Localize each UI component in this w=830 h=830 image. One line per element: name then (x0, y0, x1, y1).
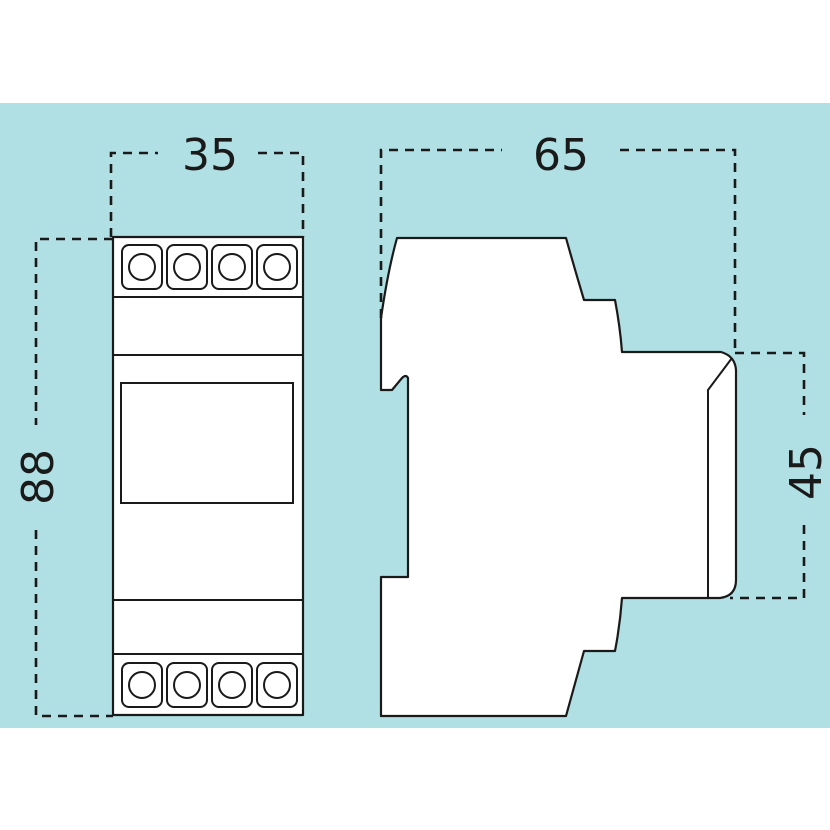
dimension-side-depth: 65 (379, 130, 737, 352)
terminal-screw (121, 244, 163, 290)
terminal-screw (166, 244, 208, 290)
side-step-height-label: 45 (781, 444, 830, 500)
terminal-screw (166, 662, 208, 708)
front-view (111, 235, 305, 717)
side-housing (379, 236, 738, 718)
terminal-row-top (121, 244, 298, 290)
terminal-screw (121, 662, 163, 708)
side-depth-label: 65 (533, 130, 589, 181)
side-view (379, 236, 738, 718)
front-height-label: 88 (13, 449, 64, 505)
terminal-screw (256, 244, 298, 290)
display-window (120, 382, 294, 504)
terminal-screw (256, 662, 298, 708)
terminal-screw (211, 244, 253, 290)
terminal-row-bottom (121, 662, 298, 708)
front-width-label: 35 (182, 130, 238, 181)
front-cover-edge (707, 357, 733, 598)
terminal-screw (211, 662, 253, 708)
front-housing (111, 235, 305, 717)
dimension-front-width: 35 (109, 130, 305, 237)
dimension-front-height: 88 (13, 237, 113, 718)
dimension-side-step-height: 45 (730, 351, 830, 600)
